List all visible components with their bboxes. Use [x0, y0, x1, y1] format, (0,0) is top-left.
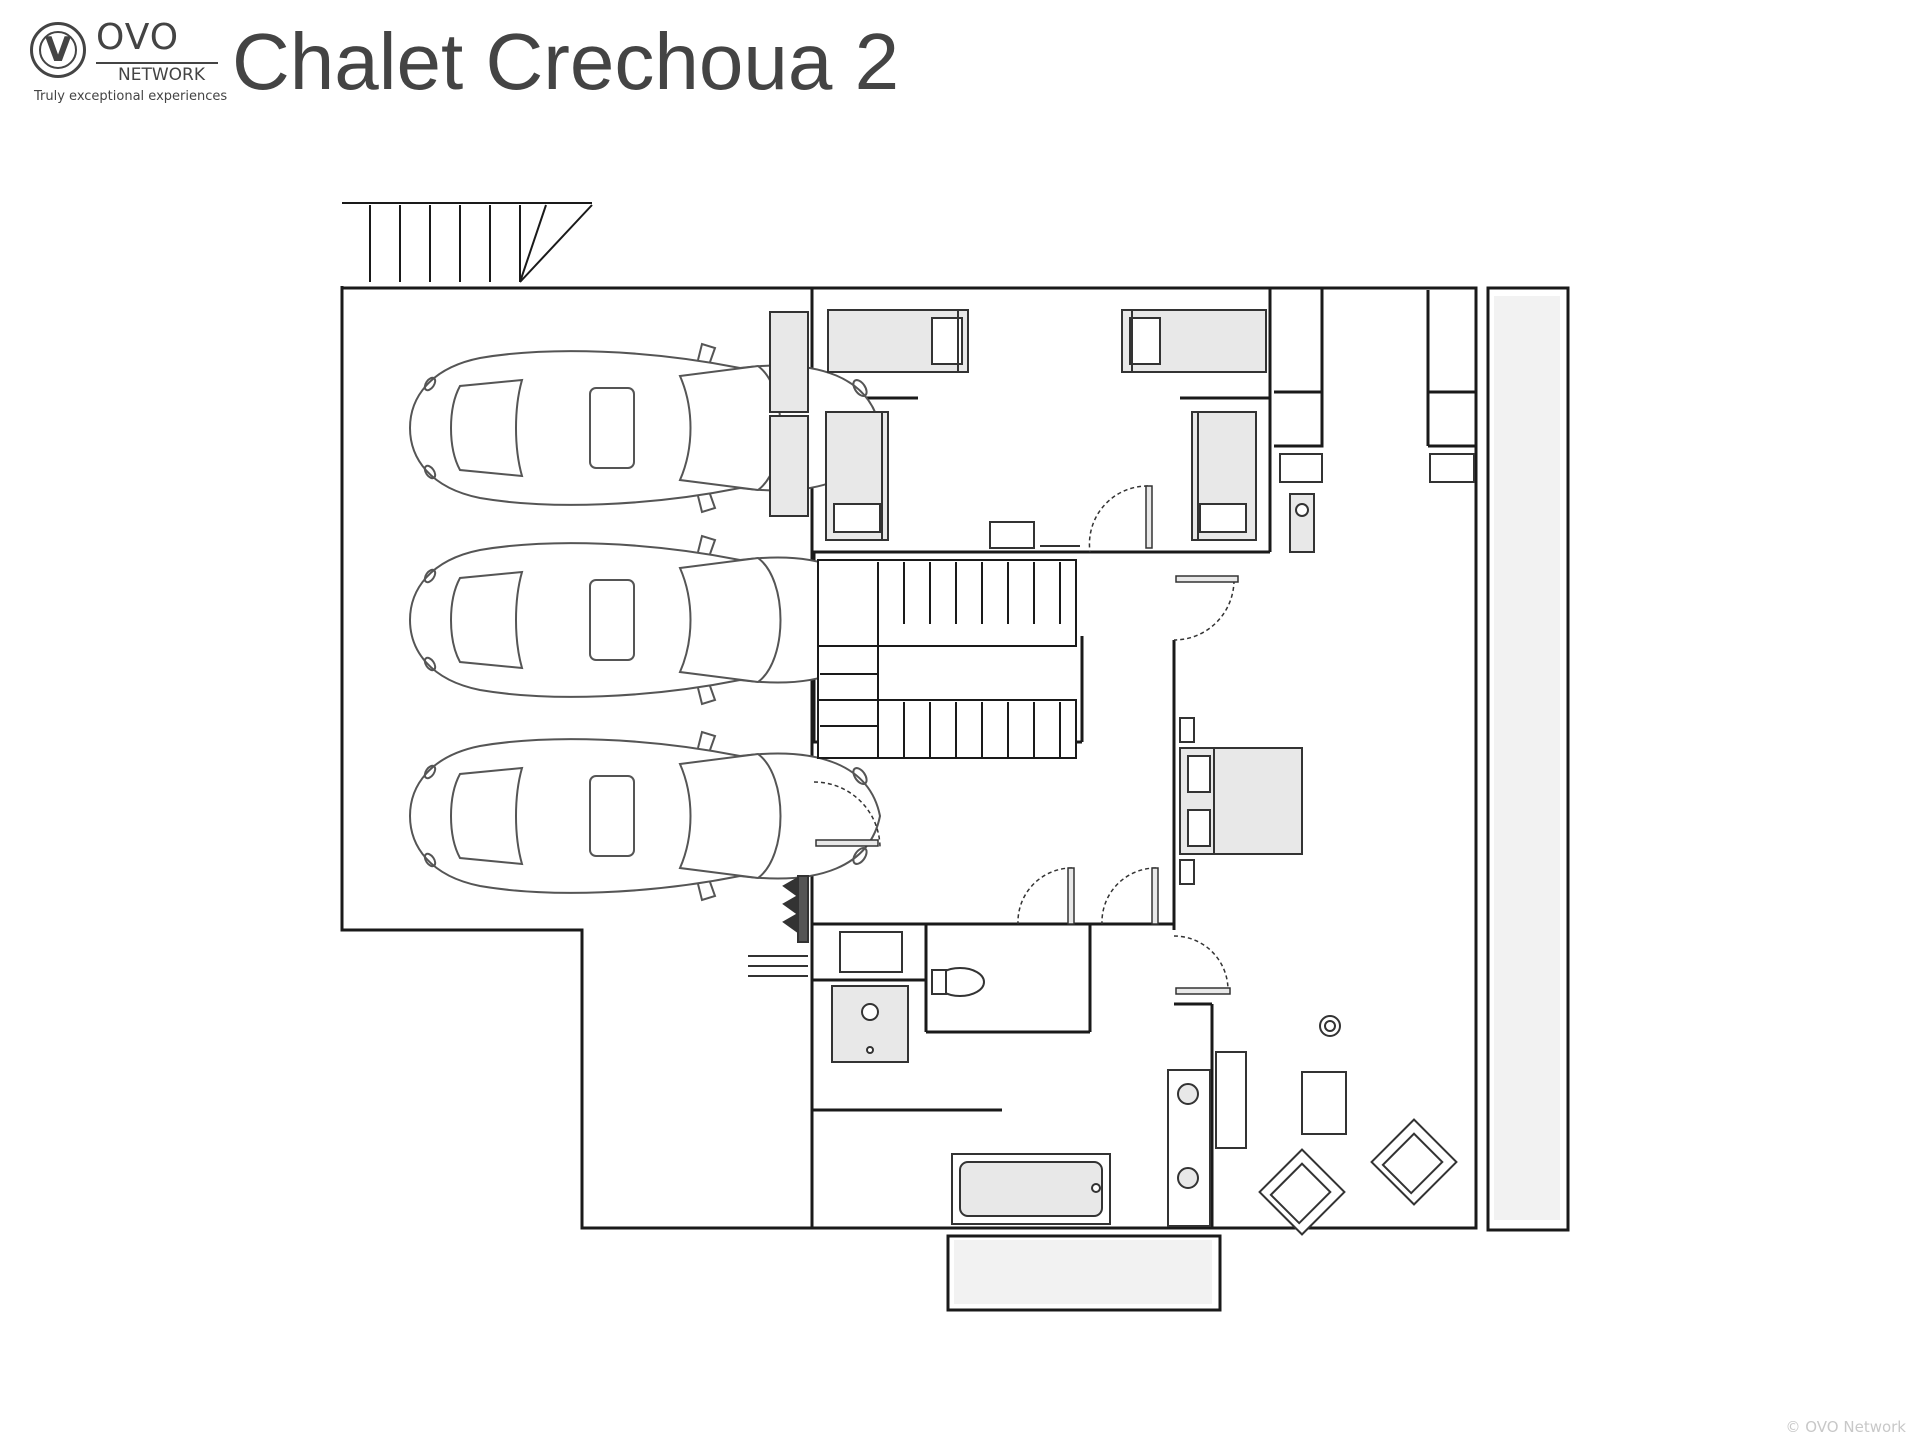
- baby-cot-icon: [1289, 493, 1315, 553]
- logo-divider: [96, 62, 218, 64]
- doors: [813, 485, 1235, 991]
- interior-stairs-icon: [817, 559, 1077, 759]
- balcony-south: [946, 1234, 1222, 1312]
- washing-machine-icon: [839, 931, 903, 973]
- page-title: Chalet Crechoua 2: [232, 17, 900, 106]
- car-icon: [409, 535, 881, 705]
- storage-boxes: [769, 311, 809, 517]
- logo-ring-icon: [30, 22, 86, 78]
- bed-icon: [1121, 309, 1267, 373]
- logo-mark: V: [44, 30, 72, 70]
- ovo-network-logo: V OVO NETWORK Truly exceptional experien…: [26, 17, 227, 112]
- car-icon: [409, 731, 881, 901]
- double-vanity-sink-icon: [1167, 1069, 1211, 1227]
- bed-icon: [825, 411, 889, 541]
- exterior-stairs-icon: [342, 202, 593, 283]
- sink-icon: [831, 985, 909, 1063]
- copyright-notice: © OVO Network: [1785, 1418, 1906, 1436]
- bed-icon: [827, 309, 969, 373]
- armchair-icon: [1370, 1118, 1458, 1206]
- bedroom-furniture: [989, 453, 1475, 549]
- car-icon: [409, 343, 881, 513]
- bed-icon: [1191, 411, 1257, 541]
- logo-subtitle: NETWORK: [118, 65, 205, 85]
- balcony-east: [1486, 286, 1570, 1232]
- walls: [340, 286, 1478, 1230]
- armchair-icon: [1258, 1148, 1346, 1236]
- bed-icon: [1179, 717, 1303, 885]
- door-leaves: [815, 485, 1239, 995]
- logo-wordmark: OVO: [96, 17, 180, 58]
- logo-tagline: Truly exceptional experiences: [34, 89, 228, 104]
- bathtub-icon: [951, 1153, 1111, 1225]
- living-room-furniture: [1215, 1015, 1347, 1149]
- ski-rack-icon: [748, 875, 809, 977]
- toilet-icon: [931, 967, 985, 997]
